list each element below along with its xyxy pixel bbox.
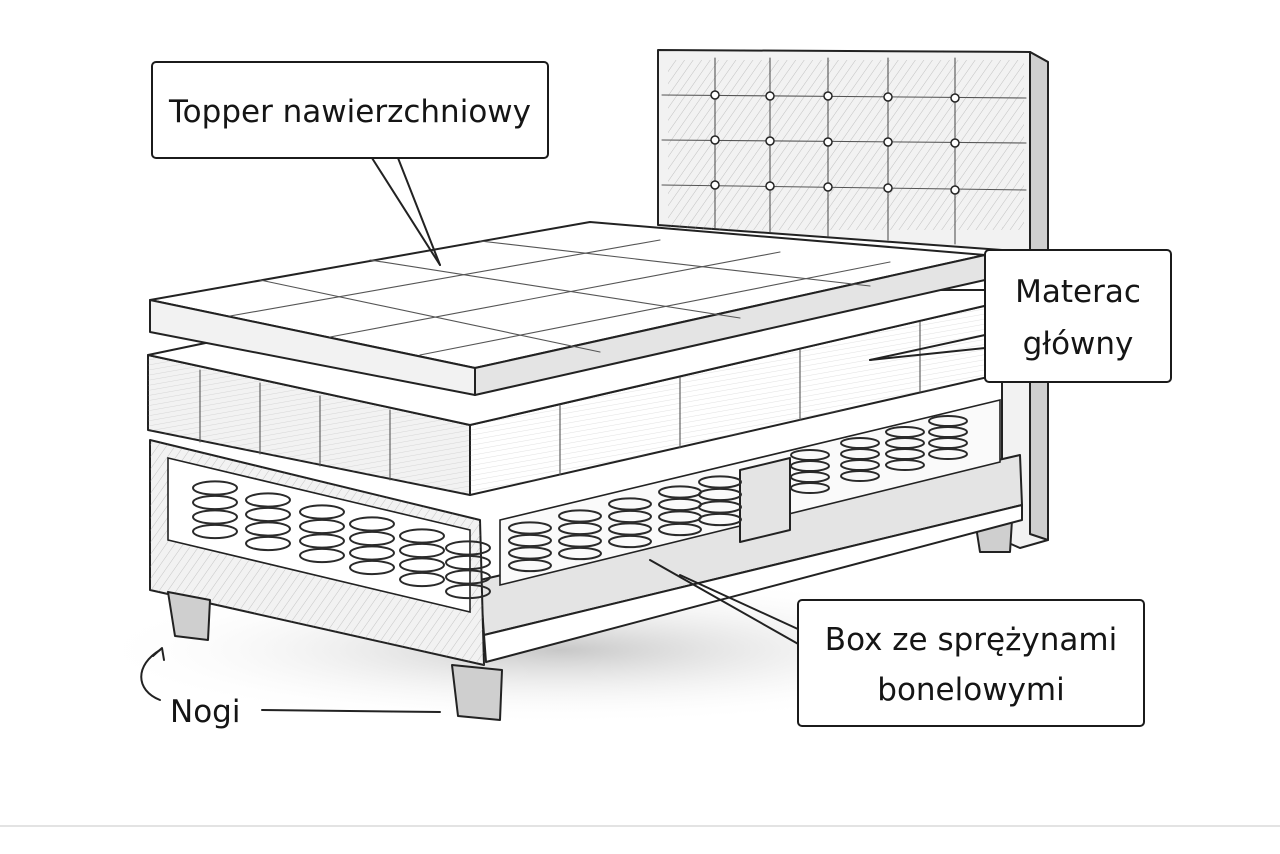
spring-coil: [192, 480, 238, 540]
label-mattress-line2: główny: [1023, 326, 1134, 362]
label-topper: Topper nawierzchniowy: [168, 94, 531, 130]
spring-coil: [790, 449, 830, 494]
spring-coil: [508, 521, 552, 573]
headboard: [657, 49, 1049, 549]
spring-coil: [698, 475, 742, 527]
spring-coil: [299, 504, 345, 564]
leg-front-left: [167, 591, 211, 641]
springs: [192, 415, 968, 600]
spring-coil: [840, 437, 880, 482]
spring-coil: [349, 516, 395, 576]
spring-coil: [558, 509, 602, 561]
label-legs: Nogi: [170, 694, 240, 730]
spring-coil: [445, 540, 491, 600]
spring-coil: [608, 497, 652, 549]
callout-box-spring: Box ze sprężynami bonelowymi: [797, 599, 1145, 727]
spring-coil: [928, 415, 968, 460]
label-box-line1: Box ze sprężynami: [825, 622, 1117, 658]
callout-topper: Topper nawierzchniowy: [151, 61, 549, 159]
spring-coil: [885, 426, 925, 471]
callout-main-mattress: Materac główny: [984, 249, 1172, 383]
leg-front-middle: [451, 664, 503, 721]
spring-coil: [399, 528, 445, 588]
label-mattress-line1: Materac: [1015, 274, 1141, 310]
label-box-line2: bonelowymi: [877, 672, 1064, 708]
spring-coil: [245, 492, 291, 552]
leader-lines: [140, 157, 986, 713]
topper: [149, 221, 986, 396]
